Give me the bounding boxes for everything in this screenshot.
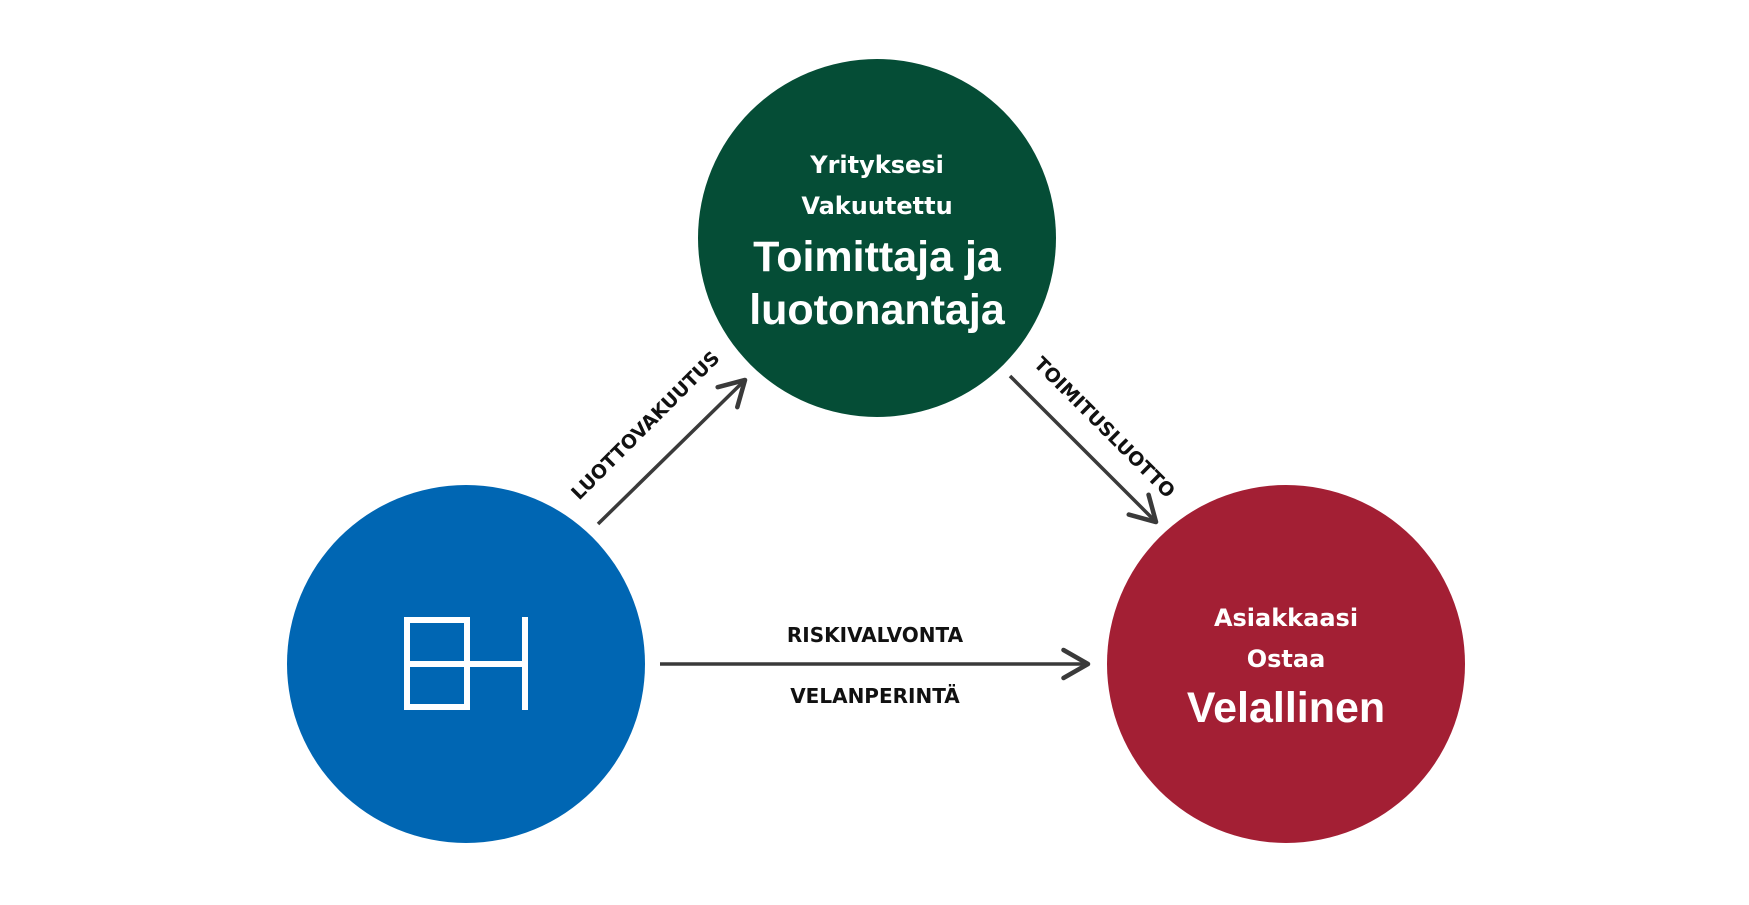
eh-logo-icon [404,617,528,710]
debtor-line1: Asiakkaasi [1214,604,1358,632]
supplier-circle [698,59,1056,417]
debtor-node: Asiakkaasi Ostaa Velallinen [1107,485,1465,843]
supplier-title-line1: Toimittaja ja [753,233,1002,281]
edge-label-velanperinta: VELANPERINTÄ [790,684,960,708]
supplier-line2: Vakuutettu [801,192,952,220]
debtor-line2: Ostaa [1247,645,1326,673]
arrow-supplier-to-debtor [1008,374,1159,525]
supplier-node: Yrityksesi Vakuutettu Toimittaja ja luot… [698,59,1056,417]
debtor-circle [1107,485,1465,843]
arrow-insurer-to-supplier [596,377,748,526]
edge-label-luottovakuutus: LUOTTOVAKUUTUS [567,347,724,504]
debtor-title: Velallinen [1187,684,1385,732]
edge-label-riskivalvonta: RISKIVALVONTA [787,623,964,647]
insurer-node [287,485,645,843]
edge-label-toimitusluotto: TOIMITUSLUOTTO [1029,353,1179,503]
supplier-title-line2: luotonantaja [749,286,1006,334]
supplier-line1: Yrityksesi [809,151,944,179]
